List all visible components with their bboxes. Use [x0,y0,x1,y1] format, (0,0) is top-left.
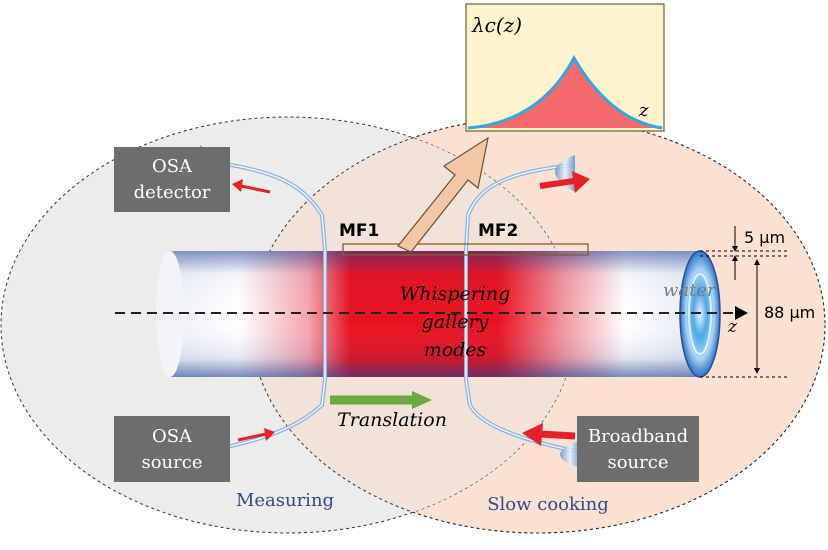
inset-plot [465,3,665,132]
osa-detector-box: OSA detector [114,147,230,212]
zoom-arrow [397,136,489,253]
translation-label: Translation [337,409,447,431]
z-axis-arrowhead [735,306,748,320]
osa-source-label-2: source [141,452,202,473]
dim-large-label: 88 μm [764,303,815,322]
inset-axis-label: z [638,100,649,121]
whispering-label-2: gallery [422,311,489,333]
mf2-label: MF2 [478,221,518,241]
water-label: water [663,280,717,301]
z-axis-label: z [727,317,738,337]
broadband-source-label-2: source [607,452,668,473]
translation-arrowhead [412,391,432,409]
osa-detector-label-2: detector [134,182,211,203]
red-arrows [232,171,590,446]
osa-detector-label-1: OSA [152,156,193,177]
mf1-label: MF1 [339,221,379,241]
osa-source-box: OSA source [114,416,230,482]
dim-small-label: 5 μm [744,228,785,247]
broadband-source-label-1: Broadband [588,426,688,447]
inset-title: 𝜆c(z) [471,13,522,37]
inset-curve [467,54,663,130]
broadband-source-box: Broadband source [577,416,699,482]
sample-region-box [342,243,589,256]
osa-source-label-1: OSA [152,426,193,447]
slow-cooking-label: Slow cooking [487,494,609,515]
measuring-label: Measuring [236,490,334,511]
inset-fill [468,58,662,128]
dimension-lines [700,226,790,378]
whispering-label-1: Whispering [400,283,511,305]
whispering-label-3: modes [424,339,487,361]
